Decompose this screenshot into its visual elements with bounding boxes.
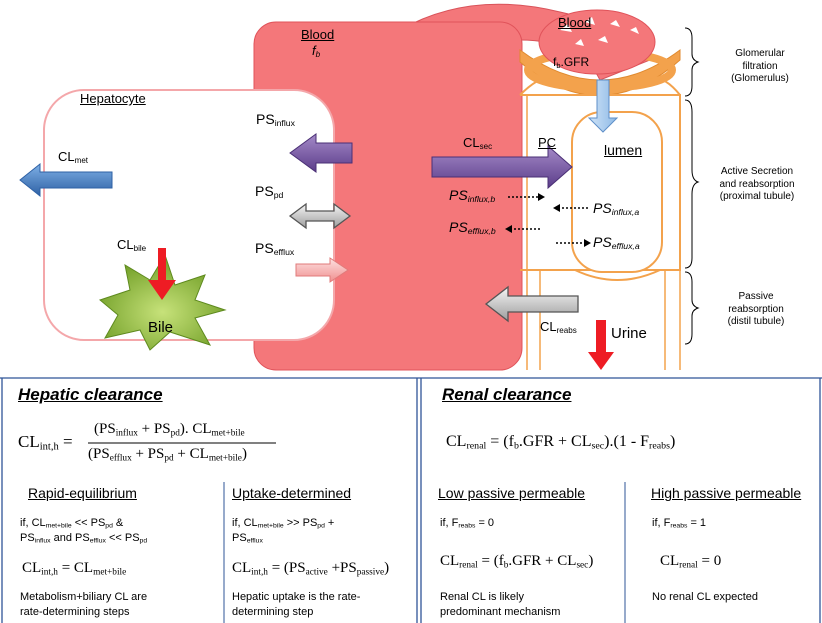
- ps-efflux-label: PSefflux: [255, 240, 295, 258]
- basolateral-arrows: [508, 196, 588, 244]
- urine-label: Urine: [611, 325, 647, 342]
- low-equation: CLrenal = (fb.GFR + CLsec): [440, 553, 594, 571]
- cl-reabs-arrow: [484, 285, 579, 323]
- cl-reabs-label: CLreabs: [540, 319, 577, 335]
- urine-arrow: [588, 320, 614, 370]
- lumen-compartment: [571, 111, 663, 273]
- rapid-equilibrium-title: Rapid-equilibrium: [28, 485, 137, 501]
- cl-met-label: CLmet: [58, 149, 89, 165]
- uptake-equation: CLint,h = (PSactive +PSpassive): [232, 560, 390, 578]
- ps-efflux-arrow: [295, 257, 349, 283]
- renal-clearance-title: Renal clearance: [442, 385, 572, 404]
- cl-met-arrow: [19, 162, 113, 198]
- pc-label: PC: [538, 135, 557, 150]
- hepatic-eq-numerator: (PSinflux + PSpd). CLmet+bile: [94, 421, 245, 439]
- lumen-label: lumen: [604, 142, 643, 158]
- gfr-arrow: [587, 79, 619, 133]
- hepatic-clearance-title: Hepatic clearance: [18, 385, 163, 404]
- ps-influx-b-label: PSinflux,b: [449, 187, 496, 205]
- side-braces: [684, 27, 700, 345]
- cl-bile-arrow: [148, 248, 176, 300]
- cl-bile-label: CLbile: [117, 237, 147, 253]
- rapid-condition-2: PSinflux and PSefflux << PSpd: [20, 532, 148, 545]
- uptake-determined-title: Uptake-determined: [232, 485, 352, 501]
- uptake-condition-1: if, CLmet+bile >> PSpd +: [232, 517, 335, 530]
- low-note: Renal CL is likely predominant mechanism: [440, 591, 561, 618]
- blood-label: Blood: [301, 27, 335, 42]
- cl-sec-label: CLsec: [463, 135, 493, 151]
- ps-influx-label: PSinflux: [256, 111, 295, 129]
- fb-label: fb: [312, 43, 321, 59]
- ps-influx-arrow: [289, 133, 353, 173]
- ps-efflux-a-label: PSefflux,a: [593, 234, 640, 252]
- side-label-active: Active Secretion and reabsorption (proxi…: [719, 166, 795, 202]
- rapid-condition-1: if, CLmet+bile << PSpd &: [20, 517, 124, 530]
- cl-sec-arrow: [431, 144, 573, 190]
- high-note: No renal CL expected: [652, 591, 758, 603]
- ps-efflux-b-label: PSefflux,b: [449, 219, 496, 237]
- bile-burst: [98, 253, 227, 351]
- rapid-equation: CLint,h = CLmet+bile: [22, 560, 127, 578]
- high-equation: CLrenal = 0: [660, 553, 722, 571]
- low-condition: if, Freabs = 0: [440, 517, 495, 530]
- renal-equation: CLrenal = (fb.GFR + CLsec).(1 - Freabs): [446, 433, 676, 452]
- glomerulus-blood-label: Blood: [558, 15, 592, 30]
- glomerulus-pores: [560, 17, 639, 46]
- ps-pd-label: PSpd: [255, 183, 284, 201]
- side-label-glomerular: Glomerular filtration (Glomerulus): [731, 48, 789, 84]
- ps-pd-arrow: [288, 202, 352, 230]
- low-passive-title: Low passive permeable: [438, 485, 586, 501]
- hepatic-eq-denominator: (PSefflux + PSpd + CLmet+bile): [88, 446, 247, 464]
- rapid-note: Metabolism+biliary CL are rate-determini…: [20, 591, 148, 618]
- uptake-condition-2: PSefflux: [232, 532, 263, 545]
- side-label-passive: Passive reabsorption (distil tubule): [727, 291, 785, 327]
- high-condition: if, Freabs = 1: [652, 517, 707, 530]
- fb-gfr-label: fb.GFR: [553, 55, 590, 70]
- bile-label: Bile: [148, 319, 174, 336]
- hepatocyte-label: Hepatocyte: [80, 91, 146, 106]
- uptake-note: Hepatic uptake is the rate- determining …: [232, 591, 361, 618]
- hepatic-eq-lhs: CLint,h =: [18, 432, 73, 453]
- ps-influx-a-label: PSinflux,a: [593, 200, 640, 218]
- high-passive-title: High passive permeable: [651, 485, 802, 501]
